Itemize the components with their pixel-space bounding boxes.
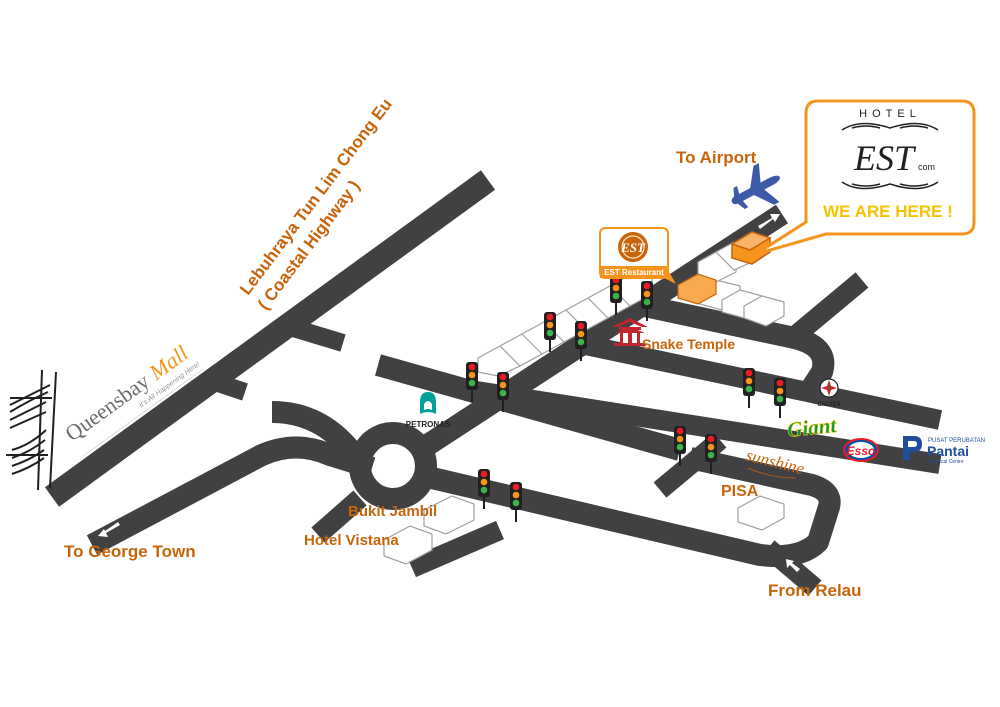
road-to-george-town [86,436,376,555]
building-row-northeast [697,241,785,327]
petronas-text: PETRONAS [406,420,451,429]
traffic-light-icon [478,469,490,509]
bukit-jambil-label: Bukit Jambil [348,503,437,520]
queensbay-mall-text: Mall [144,340,193,385]
hotel-est-callout: HOTEL EST com WE ARE HERE ! [755,99,976,256]
to-george-town-label: To George Town [64,542,196,561]
ornament-top [841,122,939,131]
direction-arrow-icon [786,559,800,572]
direction-arrow-icon [98,522,120,537]
direction-arrow-icon [758,214,780,229]
est-restaurant-marker: EST EST Restaurant [599,227,676,284]
hotel-est-building [730,231,772,265]
building-pisa [737,495,785,531]
hotel-vistana-label: Hotel Vistana [304,532,399,549]
giant-logo: Giant [786,413,839,443]
road-from-relau [761,540,822,596]
direction-arrows [98,214,800,572]
to-airport-label: To Airport [676,148,757,167]
snake-temple-label: Snake Temple [642,336,735,352]
est-restaurant-label: EST Restaurant [604,268,664,277]
highway-spur-2 [215,374,248,401]
temple-icon [612,318,648,346]
caltex-logo: CALTEX [817,378,841,408]
giant-text: Giant [786,413,838,442]
pisa-label: PISA [721,483,759,500]
callout-hotel-word: HOTEL [859,108,921,120]
pantai-sub-text: Medical Centre [930,459,964,465]
pantai-logo: PUSAT PERUBATAN Pantai Medical Centre [903,436,985,465]
bridge-icon [6,369,57,491]
caltex-text: CALTEX [817,402,841,408]
est-restaurant-building [677,273,717,305]
est-restaurant-logo-text: EST [620,240,646,255]
road-upper-loop [271,401,361,460]
road-network [44,170,943,596]
road-lower-left [408,520,504,578]
roundabout [349,422,437,510]
petronas-logo: PETRONAS [406,392,451,429]
traffic-light-icon [774,378,786,418]
building-bukit-jambil [383,495,475,565]
airplane-icon [731,163,780,210]
ornament-bottom [841,181,939,190]
traffic-light-icon [743,368,755,408]
pantai-top-text: PUSAT PERUBATAN [928,438,985,444]
we-are-here-label: WE ARE HERE ! [823,202,953,221]
callout-logo-text: EST [853,138,917,178]
road-roundabout-south [311,490,367,543]
coastal-highway [44,170,496,507]
from-relau-label: From Relau [768,581,862,600]
esso-logo: Esso [843,438,879,462]
pantai-main-text: Pantai [927,443,969,459]
road-snake-temple [573,333,943,430]
traffic-light-icon [510,482,522,522]
highway-spur-1 [287,318,346,352]
esso-text: Esso [847,444,876,458]
road-upper-right [783,272,869,348]
callout-box [755,99,976,256]
callout-logo-suffix: com [918,162,935,172]
